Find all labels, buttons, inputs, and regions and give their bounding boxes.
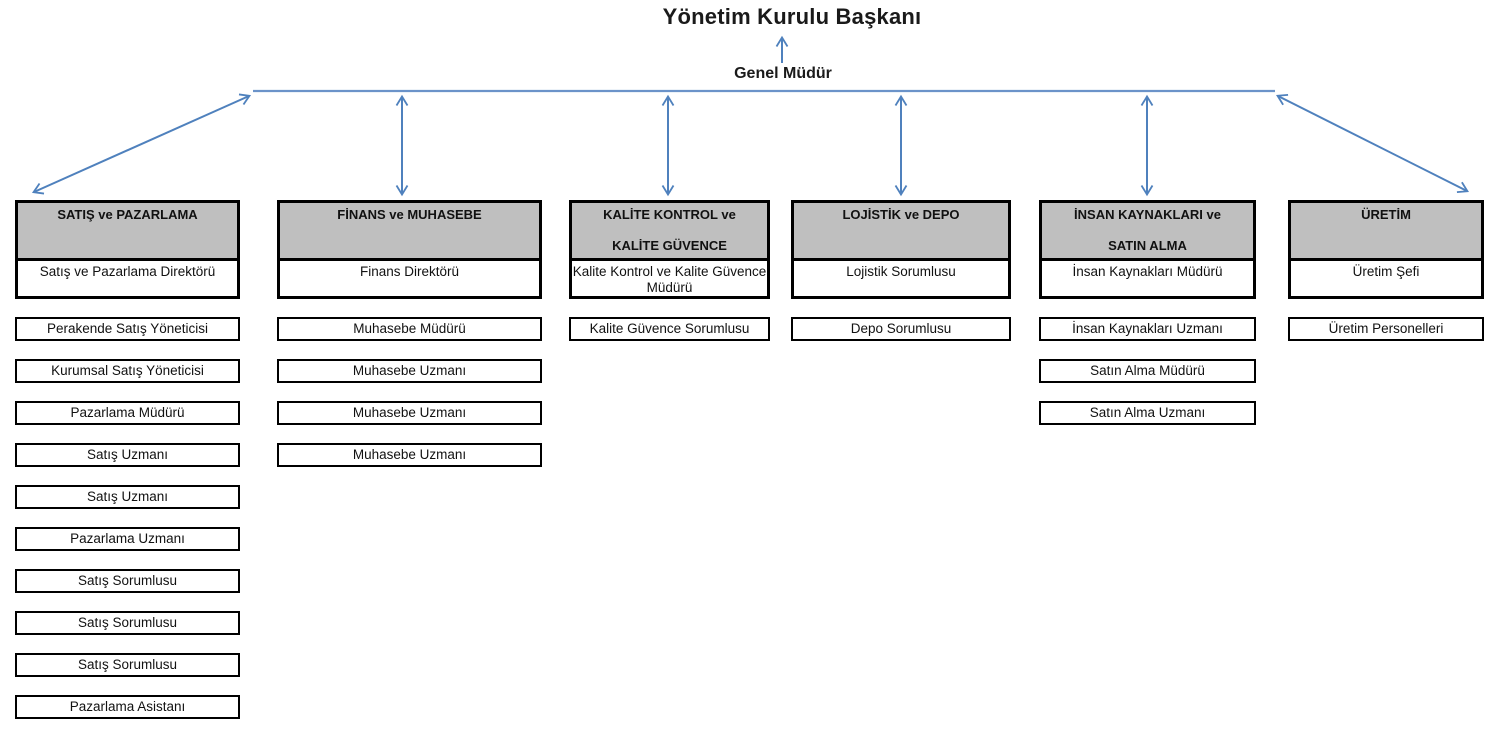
dept-title: FİNANS ve MUHASEBE bbox=[280, 203, 539, 261]
dept-head-name: Lojistik Sorumlusu bbox=[846, 264, 956, 279]
dept-title-line2: KALİTE GÜVENCE bbox=[612, 238, 727, 253]
dept-title-line1: ÜRETİM bbox=[1361, 207, 1411, 222]
staff-box: Satış Sorumlusu bbox=[15, 611, 240, 635]
dept-title: KALİTE KONTROL ve KALİTE GÜVENCE bbox=[572, 203, 767, 261]
staff-box: Muhasebe Uzmanı bbox=[277, 359, 542, 383]
arrow-to-satis-icon bbox=[31, 93, 252, 195]
staff-box: Muhasebe Uzmanı bbox=[277, 443, 542, 467]
dept-head-name: İnsan Kaynakları Müdürü bbox=[1072, 264, 1223, 279]
staff-box: Kurumsal Satış Yöneticisi bbox=[15, 359, 240, 383]
dept-column-uretim: ÜRETİM Üretim Şefi Üretim Personelleri bbox=[1288, 200, 1484, 341]
dept-title: LOJİSTİK ve DEPO bbox=[794, 203, 1008, 261]
dept-column-finans-muhasebe: FİNANS ve MUHASEBE Finans Direktörü Muha… bbox=[277, 200, 542, 467]
dept-title-line2: SATIN ALMA bbox=[1108, 238, 1187, 253]
dept-column-insan-kaynaklari: İNSAN KAYNAKLARI ve SATIN ALMA İnsan Kay… bbox=[1039, 200, 1256, 425]
dept-column-kalite: KALİTE KONTROL ve KALİTE GÜVENCE Kalite … bbox=[569, 200, 770, 341]
dept-box: LOJİSTİK ve DEPO Lojistik Sorumlusu bbox=[791, 200, 1011, 299]
dept-column-lojistik-depo: LOJİSTİK ve DEPO Lojistik Sorumlusu Depo… bbox=[791, 200, 1011, 341]
staff-box: Satış Uzmanı bbox=[15, 443, 240, 467]
dept-head-name: Üretim Şefi bbox=[1352, 264, 1420, 279]
general-manager-label: Genel Müdür bbox=[734, 65, 832, 82]
dept-box: SATIŞ ve PAZARLAMA Satış ve Pazarlama Di… bbox=[15, 200, 240, 299]
staff-box: Muhasebe Uzmanı bbox=[277, 401, 542, 425]
dept-box: ÜRETİM Üretim Şefi bbox=[1288, 200, 1484, 299]
staff-box: Perakende Satış Yöneticisi bbox=[15, 317, 240, 341]
dept-column-satis-pazarlama: SATIŞ ve PAZARLAMA Satış ve Pazarlama Di… bbox=[15, 200, 240, 719]
staff-box: Pazarlama Uzmanı bbox=[15, 527, 240, 551]
staff-box: Satın Alma Uzmanı bbox=[1039, 401, 1256, 425]
staff-box: Üretim Personelleri bbox=[1288, 317, 1484, 341]
dept-title-line1: KALİTE KONTROL ve bbox=[603, 207, 736, 222]
staff-box: Muhasebe Müdürü bbox=[277, 317, 542, 341]
staff-box: Satış Uzmanı bbox=[15, 485, 240, 509]
dept-box: İNSAN KAYNAKLARI ve SATIN ALMA İnsan Kay… bbox=[1039, 200, 1256, 299]
dept-title: İNSAN KAYNAKLARI ve SATIN ALMA bbox=[1042, 203, 1253, 261]
staff-box: Kalite Güvence Sorumlusu bbox=[569, 317, 770, 341]
dept-head-name: Kalite Kontrol ve Kalite Güvence Müdürü bbox=[572, 264, 767, 295]
staff-box: Pazarlama Asistanı bbox=[15, 695, 240, 719]
staff-box: Satın Alma Müdürü bbox=[1039, 359, 1256, 383]
dept-title-line1: SATIŞ ve PAZARLAMA bbox=[57, 207, 198, 222]
dept-head-name: Finans Direktörü bbox=[359, 264, 460, 279]
staff-box: Pazarlama Müdürü bbox=[15, 401, 240, 425]
arrow-to-uretim-icon bbox=[1276, 94, 1469, 193]
staff-box: Satış Sorumlusu bbox=[15, 569, 240, 593]
dept-title: ÜRETİM bbox=[1291, 203, 1481, 261]
dept-title-line1: LOJİSTİK ve DEPO bbox=[842, 207, 960, 222]
dept-title-line1: İNSAN KAYNAKLARI ve bbox=[1074, 207, 1221, 222]
chairman-title: Yönetim Kurulu Başkanı bbox=[662, 4, 922, 29]
staff-box: Depo Sorumlusu bbox=[791, 317, 1011, 341]
dept-title-line1: FİNANS ve MUHASEBE bbox=[337, 207, 482, 222]
dept-title: SATIŞ ve PAZARLAMA bbox=[18, 203, 237, 261]
staff-box: Satış Sorumlusu bbox=[15, 653, 240, 677]
dept-box: KALİTE KONTROL ve KALİTE GÜVENCE Kalite … bbox=[569, 200, 770, 299]
dept-box: FİNANS ve MUHASEBE Finans Direktörü bbox=[277, 200, 542, 299]
staff-box: İnsan Kaynakları Uzmanı bbox=[1039, 317, 1256, 341]
dept-head-name: Satış ve Pazarlama Direktörü bbox=[39, 264, 216, 279]
